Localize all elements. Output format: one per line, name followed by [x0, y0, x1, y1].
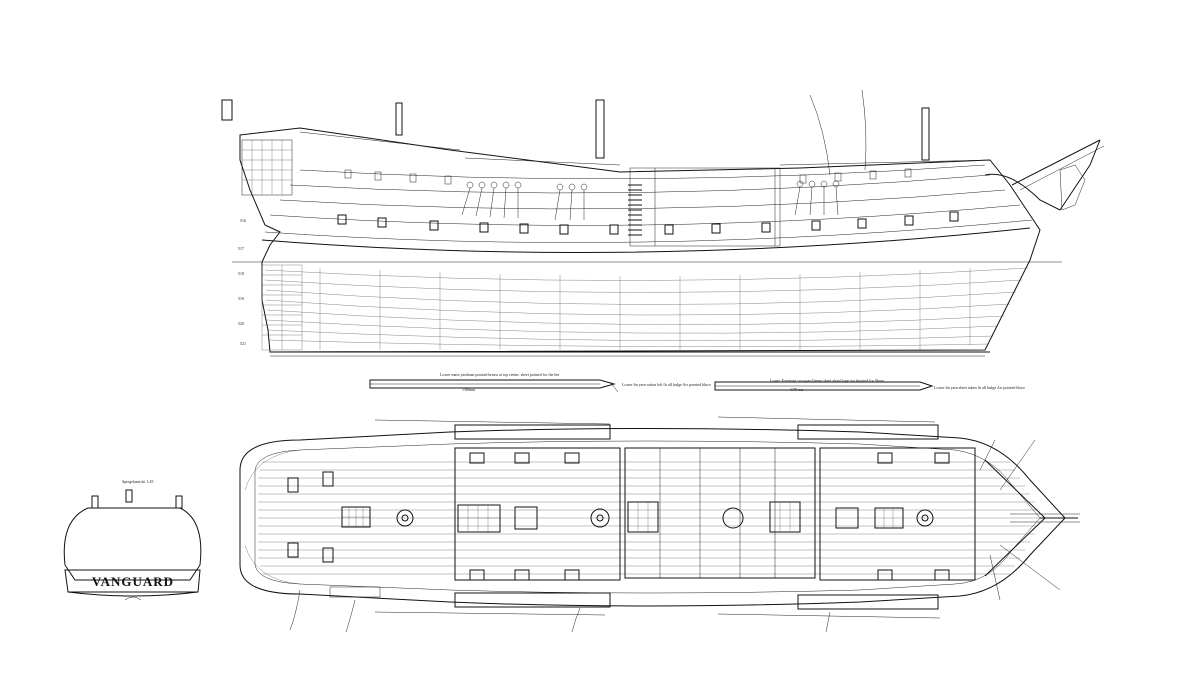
gunport-row	[337, 211, 959, 235]
svg-text:VANGUARD: VANGUARD	[92, 574, 174, 589]
svg-text:519: 519	[238, 296, 244, 301]
svg-text:518: 518	[238, 271, 244, 276]
svg-text:521: 521	[240, 341, 246, 346]
svg-text:Lower main yardman pointed bre: Lower main yardman pointed breast at top…	[440, 372, 560, 378]
fore-mast	[921, 107, 930, 161]
stern-view: Spiegelansicht 1:45 VANGUARD	[63, 479, 202, 601]
svg-text:517: 517	[238, 246, 244, 251]
upper-deck-spar: Lower Foremast crossyard beam sheet alou…	[714, 378, 1025, 392]
svg-text:Lower lin yarn sheet taken fit: Lower lin yarn sheet taken fit all bulge…	[934, 385, 1025, 390]
deck-outline	[239, 428, 1066, 607]
svg-text:Lower lin yarn ration left fit: Lower lin yarn ration left fit all bulge…	[622, 382, 711, 387]
deck-plan	[239, 424, 1080, 633]
mizzen-mast	[395, 102, 403, 136]
svg-text:520: 520	[238, 321, 244, 326]
deck-guns	[287, 452, 950, 581]
hull-outline	[239, 127, 1041, 353]
lower-deck-spar: Lower main yardman pointed breast at top…	[369, 372, 711, 393]
svg-text:1/80mm: 1/80mm	[462, 387, 476, 392]
hatch-gratings	[341, 501, 904, 533]
side-elevation: 516 517 518 519 520 521	[221, 89, 1105, 357]
svg-text:516: 516	[240, 218, 246, 223]
main-mast	[595, 99, 605, 159]
svg-text:Lower Foremast crossyard beam: Lower Foremast crossyard beam sheet alou…	[770, 378, 884, 383]
svg-text:Spiegelansicht 1:45: Spiegelansicht 1:45	[122, 479, 153, 484]
